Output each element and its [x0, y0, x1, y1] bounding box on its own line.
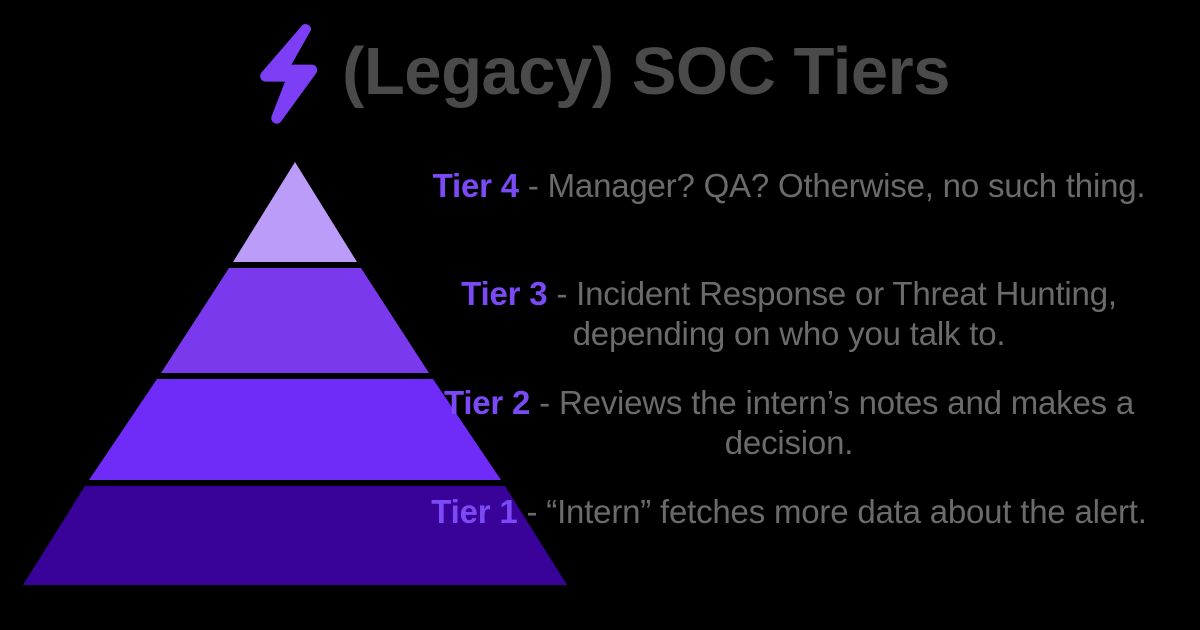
- pyramid-level-tier-3: [161, 268, 429, 373]
- tier-separator-2: -: [530, 384, 559, 421]
- page-title: (Legacy) SOC Tiers: [342, 33, 950, 109]
- tier-description-4: Manager? QA? Otherwise, no such thing.: [547, 167, 1146, 204]
- tier-description-2: Reviews the intern’s notes and makes a d…: [558, 384, 1135, 462]
- tier-label-4: Tier 4: [432, 167, 519, 204]
- tier-row-3: Tier 3 - Incident Response or Threat Hun…: [392, 274, 1186, 355]
- tier-label-3: Tier 3: [461, 275, 548, 312]
- pyramid-level-tier-1: [23, 486, 567, 585]
- pyramid-level-tier-2: [89, 379, 501, 480]
- tier-label-2: Tier 2: [443, 384, 531, 421]
- header: (Legacy) SOC Tiers: [0, 18, 1200, 128]
- tier-separator-4: -: [518, 167, 548, 204]
- tier-separator-1: -: [517, 493, 547, 530]
- tier-description-3: Incident Response or Threat Hunting, dep…: [572, 275, 1117, 353]
- tier-row-2: Tier 2 - Reviews the intern’s notes and …: [392, 383, 1186, 464]
- tier-description-1: “Intern” fetches more data about the ale…: [546, 493, 1147, 530]
- tier-row-4: Tier 4 - Manager? QA? Otherwise, no such…: [392, 166, 1186, 206]
- pyramid-level-tier-4: [233, 162, 357, 262]
- tier-row-1: Tier 1 - “Intern” fetches more data abou…: [392, 492, 1186, 532]
- soc-tier-pyramid: [18, 155, 574, 595]
- tier-label-1: Tier 1: [431, 493, 518, 530]
- tier-separator-3: -: [547, 275, 577, 312]
- tier-description-list: Tier 4 - Manager? QA? Otherwise, no such…: [392, 160, 1186, 600]
- lightning-bolt-icon: [260, 24, 318, 124]
